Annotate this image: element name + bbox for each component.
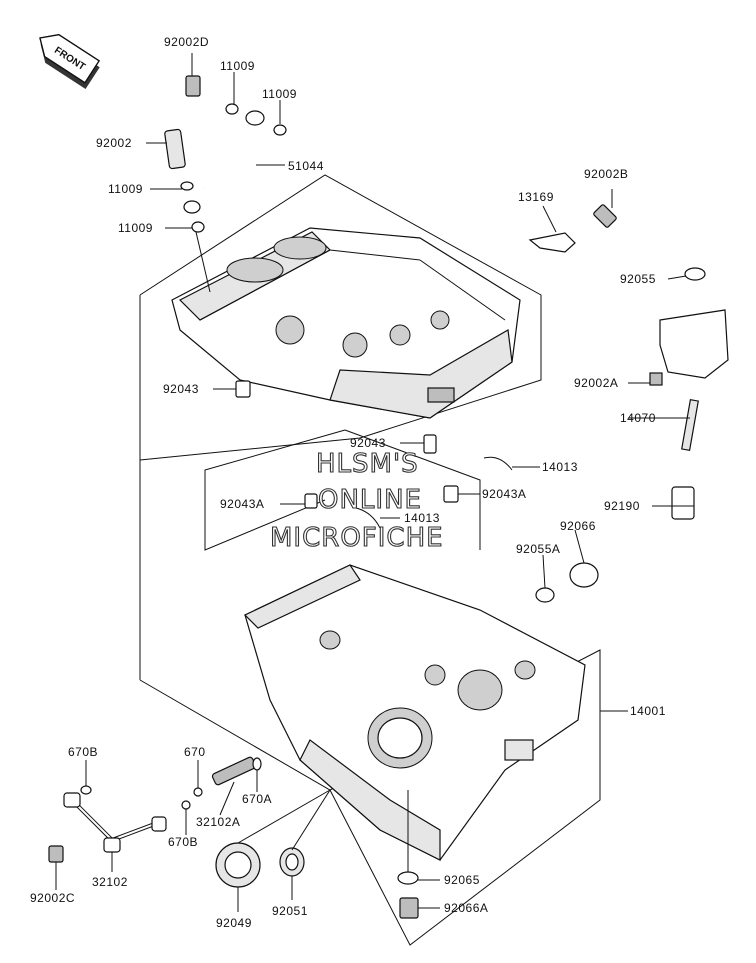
label-670: 670 (184, 745, 206, 759)
label-92051: 92051 (272, 904, 308, 918)
label-32102A: 32102A (196, 815, 240, 829)
label-92002B: 92002B (584, 167, 628, 181)
label-92043-b: 92043 (350, 436, 386, 450)
right-side-parts (528, 204, 729, 603)
label-92043A-right: 92043A (482, 487, 526, 501)
label-14001: 14001 (630, 704, 666, 718)
label-670B-bottom: 670B (168, 835, 198, 849)
label-51044: 51044 (288, 159, 324, 173)
label-92055A: 92055A (516, 542, 560, 556)
watermark-line-1: HLSM'S (316, 449, 419, 479)
oil-pipe-lower-group (48, 756, 419, 919)
label-670A: 670A (242, 792, 272, 806)
label-11009-d: 11009 (118, 221, 153, 235)
label-92002D: 92002D (164, 35, 209, 49)
label-14013-a: 14013 (542, 460, 578, 474)
label-11009-b: 11009 (262, 87, 297, 101)
label-13169: 13169 (518, 190, 554, 204)
lower-crankcase-frame (139, 429, 601, 946)
leader-lines (55, 53, 694, 912)
label-92066A: 92066A (444, 901, 488, 915)
upper-crankcase-frame (139, 174, 542, 680)
lower-crankcase (243, 564, 586, 861)
label-92002A: 92002A (574, 376, 618, 390)
label-11009-a: 11009 (220, 59, 255, 73)
label-92190: 92190 (604, 499, 640, 513)
label-92066: 92066 (560, 519, 596, 533)
label-92002C: 92002C (30, 891, 75, 905)
watermark: HLSM'S ONLINE MICROFICHE (269, 448, 444, 553)
label-14070: 14070 (620, 411, 656, 425)
label-92002: 92002 (96, 136, 132, 150)
label-92043-a: 92043 (163, 382, 199, 396)
upper-crankcase (171, 227, 521, 419)
part-number-labels: 92002D 11009 11009 92002 51044 11009 110… (30, 35, 666, 930)
watermark-line-3: MICROFICHE (270, 523, 444, 553)
label-11009-c: 11009 (108, 182, 143, 196)
label-32102: 32102 (92, 875, 128, 889)
front-arrow-badge: FRONT (39, 34, 100, 90)
label-92065: 92065 (444, 873, 480, 887)
label-670B-top: 670B (68, 745, 98, 759)
dowel-pins (235, 380, 513, 529)
label-92043A-left: 92043A (220, 497, 264, 511)
label-92049: 92049 (216, 916, 252, 930)
watermark-line-2: ONLINE (318, 485, 422, 515)
label-92055: 92055 (620, 272, 656, 286)
oil-pipe-assembly (164, 75, 287, 233)
label-14013-b: 14013 (404, 511, 440, 525)
